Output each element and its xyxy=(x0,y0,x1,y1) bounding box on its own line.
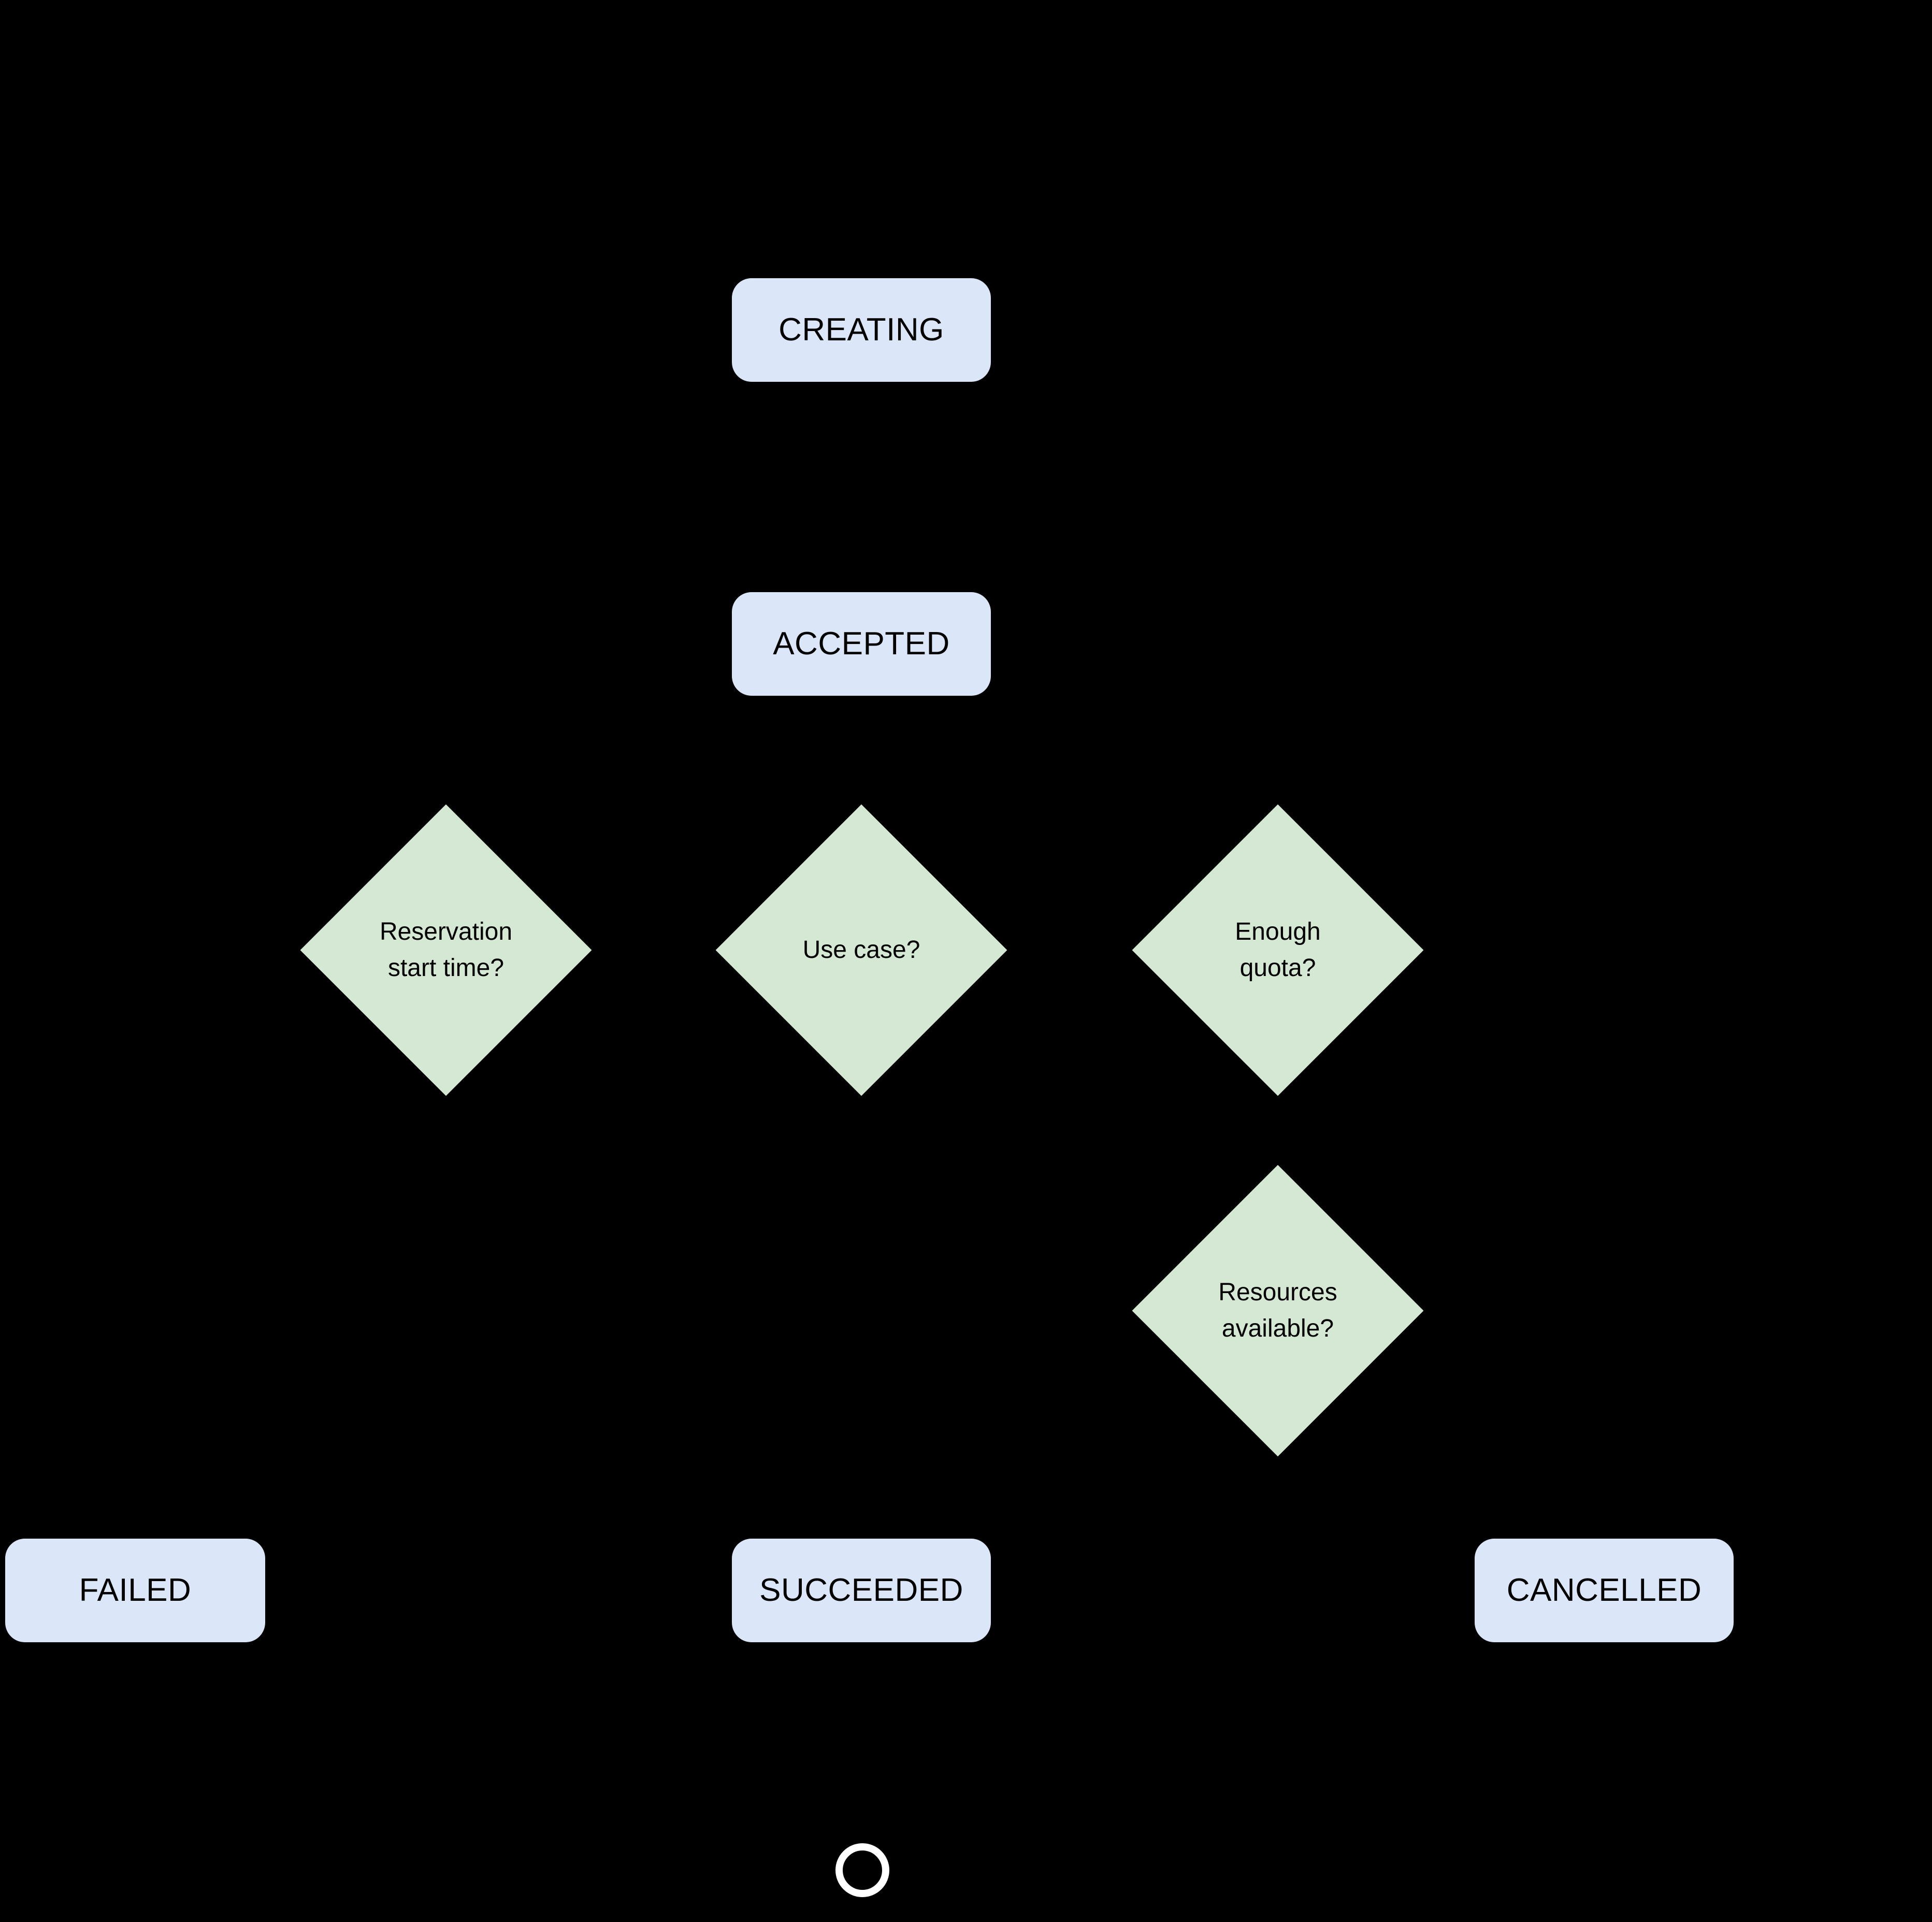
edge-reservation-failed xyxy=(265,1096,448,1593)
diamond-shape-icon xyxy=(1132,1165,1424,1457)
state-failed-label: FAILED xyxy=(79,1572,192,1608)
diamond-shape-icon xyxy=(300,804,592,1096)
state-succeeded-label: SUCCEEDED xyxy=(759,1572,963,1608)
end-circle-icon xyxy=(835,1843,889,1897)
state-accepted-label: ACCEPTED xyxy=(773,625,950,662)
state-creating-label: CREATING xyxy=(778,311,944,348)
decision-use-case[interactable]: Use case? xyxy=(715,804,1007,1096)
state-cancelled-label: CANCELLED xyxy=(1506,1572,1702,1608)
diamond-shape-icon xyxy=(715,804,1007,1096)
diamond-shape-icon xyxy=(1132,804,1424,1096)
edge-resources-cancelled xyxy=(1276,1457,1475,1593)
edge-quota-cancelled xyxy=(1424,948,1606,1539)
state-accepted[interactable]: ACCEPTED xyxy=(732,592,991,696)
state-failed[interactable]: FAILED xyxy=(5,1539,265,1642)
decision-resources-available[interactable]: Resources available? xyxy=(1132,1165,1424,1457)
decision-enough-quota[interactable]: Enough quota? xyxy=(1132,804,1424,1096)
state-succeeded[interactable]: SUCCEEDED xyxy=(732,1539,991,1642)
state-creating[interactable]: CREATING xyxy=(732,278,991,382)
decision-reservation-start-time[interactable]: Reservation start time? xyxy=(300,804,592,1096)
state-cancelled[interactable]: CANCELLED xyxy=(1475,1539,1734,1642)
